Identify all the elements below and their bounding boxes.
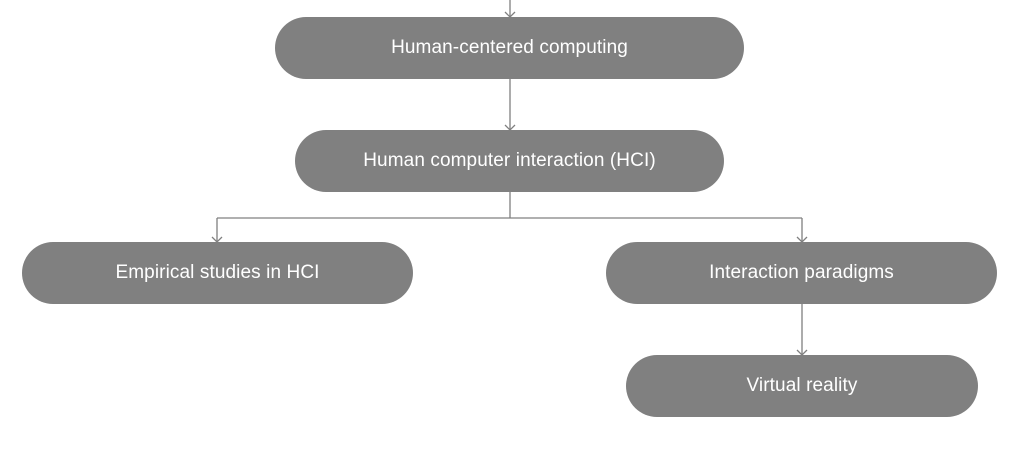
node-empirical-studies: Empirical studies in HCI <box>22 242 413 304</box>
node-virtual-reality: Virtual reality <box>626 355 978 417</box>
node-interaction-paradigms: Interaction paradigms <box>606 242 997 304</box>
node-human-computer-interaction: Human computer interaction (HCI) <box>295 130 724 192</box>
node-human-centered-computing: Human-centered computing <box>275 17 744 79</box>
